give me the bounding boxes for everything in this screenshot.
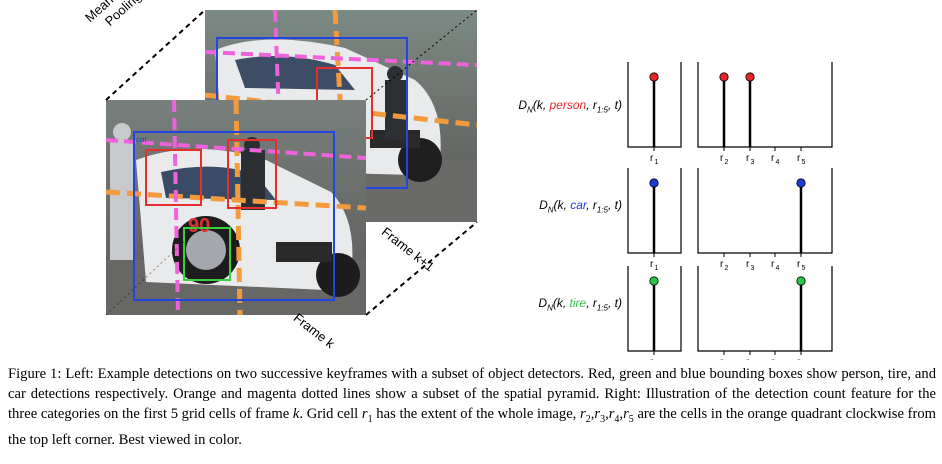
cell-label-sub: 3 [751,159,755,166]
caption-rlist-r: r [594,406,601,422]
formula-range: 1:5 [596,205,608,215]
cell-label: r [797,153,801,164]
count-marker [649,178,659,188]
caption-r1: r [361,406,368,422]
caption-rlist-comma: , [605,406,609,422]
cell-label: r [771,357,775,360]
count-marker [719,72,729,82]
caption-r1-sub: 1 [367,413,373,425]
formula-sub: N [547,303,553,313]
formula-r: , r [586,296,597,310]
cell-label-sub: 5 [802,265,806,272]
cell-label: r [771,259,775,270]
formula-sub: N [527,105,533,115]
formula-range: 1:5 [596,303,608,313]
cell-label-sub: 2 [725,159,729,166]
formula-r: , r [586,98,597,112]
formula-sub: N [547,205,554,215]
formula-category: car [570,198,587,212]
formula-category: tire [569,296,587,310]
count-marker [649,72,659,82]
caption-rlist-comma: , [590,406,595,422]
count-formula: DN(k, car, r1:5, t) [539,198,622,214]
caption-lead: Figure 1: Left: Example detections on tw… [8,366,936,422]
cell-label: r [650,357,654,360]
formula-close: , t) [608,198,622,212]
formula-prefix: D [538,296,548,310]
caption-rlist-r: r [623,406,629,422]
car-box [133,131,335,301]
formula-range: 1:5 [596,105,608,115]
cell-label: r [797,259,801,270]
cell-label: r [650,153,654,164]
count-marker [745,72,755,82]
formula-open: (k, [532,98,550,112]
pyramid-line [205,50,477,67]
panel-r2-5-axis [697,266,833,352]
panel-r2-5-axis [697,62,833,148]
caption-rlist-sub: 3 [600,413,606,425]
caption-rlist-sub: 5 [628,413,634,425]
cell-label-sub: 4 [776,265,780,272]
cell-label-sub: 3 [751,265,755,272]
cell-label-sub: 2 [725,265,729,272]
caption-rlist-r: r [580,406,586,422]
formula-r: , r [586,198,597,212]
formula-open: (k, [553,198,571,212]
cell-label: r [720,259,724,270]
caption-k: k [292,406,300,422]
cell-label: r [650,259,654,270]
cell-label: r [746,357,750,360]
caption-rlist-sub: 4 [614,413,620,425]
cell-label: r [771,153,775,164]
tire-box [183,227,231,281]
caption-rlist-r: r [608,406,615,422]
caption-rlist: r2,r3,r4,r5 [580,406,634,425]
perspective-lines [105,9,478,316]
count-marker [796,178,806,188]
count-formula: DN(k, person, r1:5, t) [518,98,622,114]
car-box-label: car [136,135,147,144]
formula-category: person [549,98,587,112]
person-box [227,139,277,209]
frame-photo: 90 car [106,100,366,315]
cell-label: r [746,153,750,164]
pyramid-line [106,189,366,211]
formula-prefix: D [539,198,548,212]
cell-label: r [746,259,750,270]
caption-tail: are the cells in the orange quadrant clo… [8,406,937,448]
pyramid-line [106,138,366,160]
frame-scene: 90 car [106,100,366,315]
formula-open: (k, [552,296,570,310]
formula-prefix: D [518,98,528,112]
cell-label-sub: 1 [655,159,659,166]
panel-r2-5-axis [697,168,833,254]
person-box [145,149,202,206]
caption-rlist-sub: 2 [585,413,591,425]
count-marker [796,276,806,286]
figure: 90 tire [82,0,833,360]
formula-close: , t) [608,296,622,310]
cell-label: r [797,357,801,360]
count-marker [649,276,659,286]
caption-mid1: . Grid cell [299,406,362,422]
svg-text:90: 90 [188,215,210,237]
caption-rlist-comma: , [619,406,624,422]
cell-label: r [720,357,724,360]
cell-label: r [720,153,724,164]
cell-label-sub: 5 [802,159,806,166]
cell-label-sub: 4 [776,159,780,166]
caption-mid2: has the extent of the whole image, [372,406,581,422]
count-chart: r 1 r 2 r 3 r 4 r 5 [627,266,833,360]
figure-caption: Figure 1: Left: Example detections on tw… [8,364,936,450]
formula-close: , t) [608,98,622,112]
count-formula: DN(k, tire, r1:5, t) [538,296,622,312]
cell-label-sub: 1 [655,265,659,272]
